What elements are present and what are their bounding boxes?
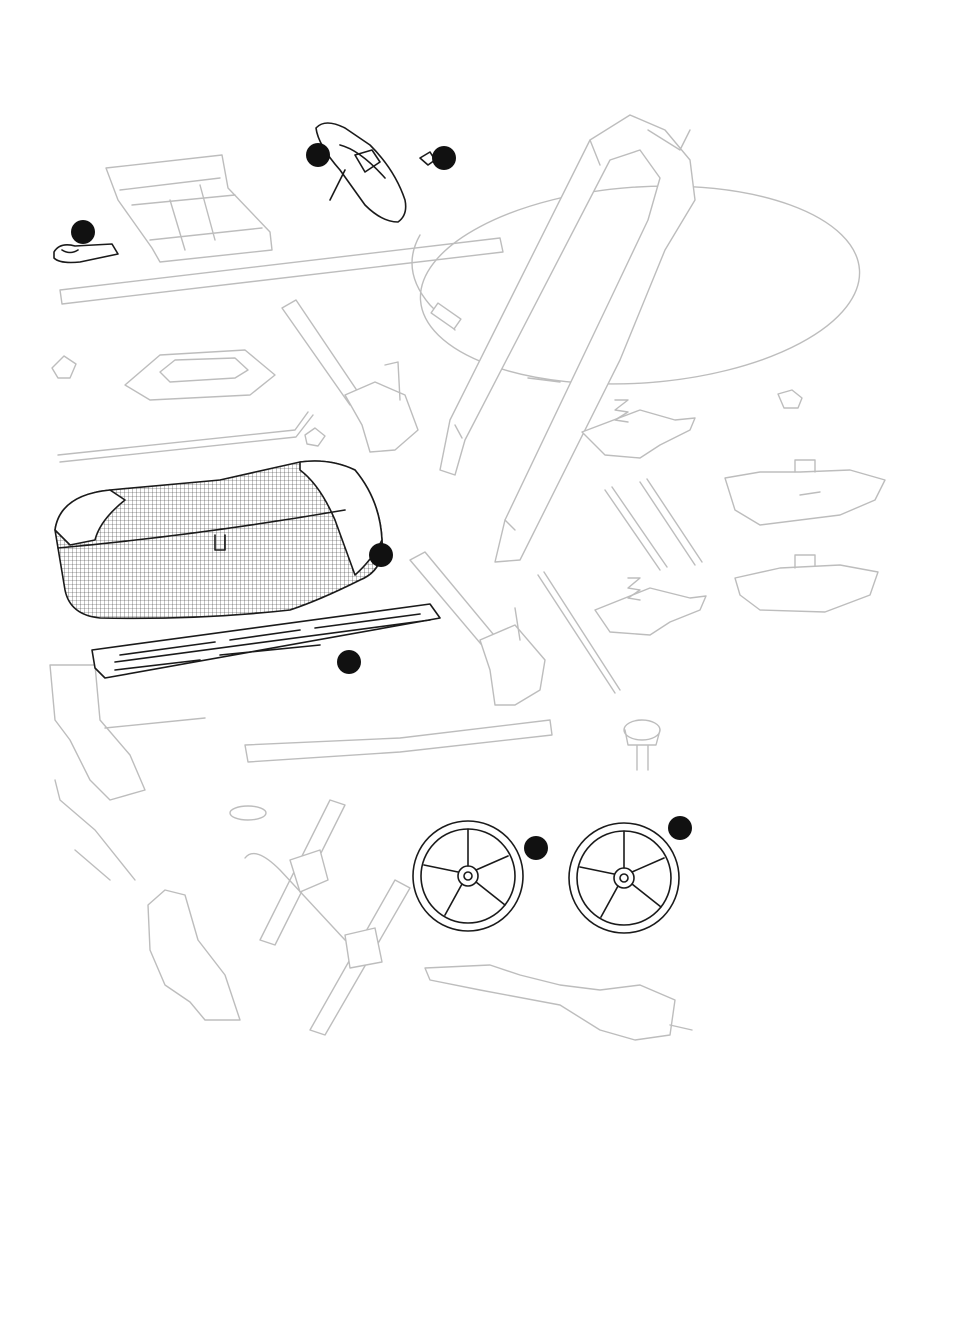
brake-pedal-lower-part [595, 578, 706, 635]
callout-marker-handle-strap [71, 220, 95, 244]
carry-handle-part [125, 350, 275, 400]
swivel-knob-part [624, 720, 660, 770]
callout-marker-rear-wheel-right [668, 816, 692, 840]
rear-wheel-right-part [569, 823, 679, 933]
short-rods-part [605, 479, 702, 570]
footrest-lower-part [735, 555, 878, 612]
chassis-hinge-part [50, 665, 205, 880]
wheel-bracket-part [148, 890, 240, 1020]
small-block-part [52, 356, 76, 378]
long-rod-part [60, 238, 503, 304]
curved-tube-part [245, 720, 552, 762]
small-clip-part [778, 390, 802, 408]
footrest-upper-part [725, 460, 885, 525]
callout-marker-basket-base-panel [337, 650, 361, 674]
shopping-basket-part [55, 461, 382, 618]
callout-marker-rear-wheel-left [524, 836, 548, 860]
thin-rod-part [538, 572, 620, 693]
bent-rod-part [58, 412, 313, 462]
callout-marker-shopping-basket [369, 543, 393, 567]
callout-marker-small-clip [432, 146, 456, 170]
rear-wheel-left-part [413, 821, 523, 931]
handle-strap-part [54, 244, 118, 263]
front-fork-part [245, 800, 410, 1035]
seat-tray-part [316, 123, 406, 222]
folding-frame-part [106, 155, 272, 262]
callout-marker-seat-tray [306, 143, 330, 167]
rear-axle-part [425, 965, 692, 1040]
washer-part [230, 806, 266, 820]
small-cube-part [305, 428, 325, 446]
brake-pedal-upper-part [582, 400, 695, 458]
lower-hinge-tube-part [410, 552, 545, 705]
